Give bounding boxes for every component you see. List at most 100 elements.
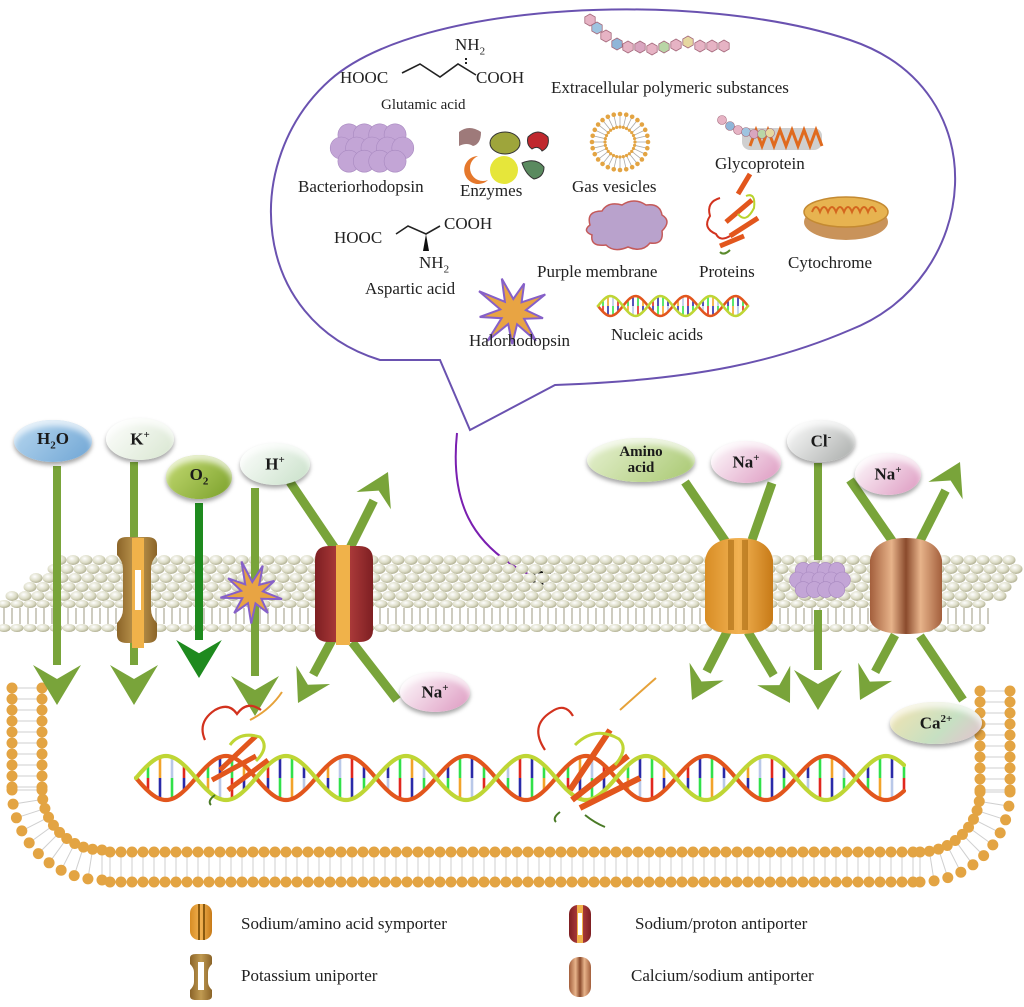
membrane-lipid-head (536, 573, 550, 583)
glycan-monomer (765, 128, 775, 138)
membrane-lipid-head (276, 573, 290, 583)
membrane-lipid-head (772, 591, 786, 601)
membrane-lipid-head (523, 573, 537, 583)
ion-sodium-symport: Na+ (711, 441, 781, 483)
membrane-lipid-head (205, 624, 219, 632)
membrane-lipid-head (296, 600, 310, 608)
membrane-lipid-head (211, 573, 225, 583)
membrane-lipid-head (952, 573, 966, 583)
membrane-lipid-head (261, 555, 275, 565)
aspartic-acid-structure (395, 225, 441, 235)
membrane-lipid-head (963, 555, 977, 565)
membrane-lipid-head (582, 582, 596, 592)
membrane-lipid-head (515, 564, 529, 574)
membrane-lipid-head (556, 624, 570, 632)
arrow-head (110, 665, 158, 705)
membrane-lipid-head (491, 582, 505, 592)
dna-backbone-strand (133, 753, 907, 803)
glutamic-acid-structure (401, 63, 477, 78)
membrane-lipid-head (972, 624, 986, 632)
membrane-lipid-head (203, 564, 217, 574)
membrane-lipid-head (283, 600, 297, 608)
inner-lipid-head (978, 850, 990, 862)
inner-lipid-head (36, 737, 48, 749)
membrane-lipid-head (419, 573, 433, 583)
membrane-lipid-head (374, 624, 388, 632)
inner-lipid-head (914, 846, 926, 858)
eps-monomer (670, 38, 682, 52)
inner-lipid-head (610, 846, 622, 858)
eps-monomer (646, 42, 658, 56)
inner-lipid-head (941, 839, 953, 851)
inner-lipid-head (577, 846, 589, 858)
membrane-lipid-head (216, 564, 230, 574)
ion-potassium: K+ (106, 418, 174, 460)
membrane-lipid-head (608, 582, 622, 592)
aspartic-acid-right-group: COOH (444, 214, 493, 233)
eps-monomer (706, 39, 718, 53)
membrane-lipid-head (959, 582, 973, 592)
bacteriorhodopsin-in-membrane (789, 562, 851, 598)
arrow-head (928, 462, 963, 500)
halorhodopsin-icon (478, 278, 546, 345)
legend-sodium-proton-antiporter: Sodium/proton antiporter (635, 914, 808, 933)
membrane-lipid-head (684, 564, 698, 574)
inner-lipid-head (423, 846, 435, 858)
membrane-lipid-head (599, 555, 613, 565)
inner-lipid-head (775, 846, 787, 858)
membrane-lipid-head (590, 591, 604, 601)
membrane-lipid-head (621, 624, 635, 632)
membrane-lipid-head (413, 582, 427, 592)
membrane-lipid-head (439, 624, 453, 632)
arrow-shaft (747, 481, 777, 542)
cytochrome-icon (803, 196, 889, 240)
eps-monomer (584, 13, 596, 27)
membrane-lipid-head (463, 564, 477, 574)
inner-lipid-head (665, 876, 677, 888)
inner-lipid-head (830, 876, 842, 888)
inner-lipid-head (236, 876, 248, 888)
inner-lipid-head (852, 876, 864, 888)
membrane-lipid-head (151, 564, 165, 574)
membrane-lipid-head (417, 555, 431, 565)
membrane-lipid-head (588, 573, 602, 583)
inner-lipid-head (923, 845, 935, 857)
membrane-lipid-head (0, 624, 11, 632)
inner-lipid-head (324, 876, 336, 888)
inner-lipid-head (115, 846, 127, 858)
eps-monomer (634, 40, 646, 54)
inner-lipid-head (456, 846, 468, 858)
glutamic-acid-right-group: COOH (476, 68, 525, 87)
inner-lipid-head (566, 846, 578, 858)
membrane-lipid-head (426, 582, 440, 592)
inner-lipid-head (994, 827, 1006, 839)
membrane-lipid-head (595, 624, 609, 632)
inner-lipid-head (610, 876, 622, 888)
inner-lipid-head (819, 846, 831, 858)
inner-lipid-head (236, 846, 248, 858)
membrane-lipid-head (530, 624, 544, 632)
membrane-lipid-head (978, 573, 992, 583)
inner-lipid-head (500, 846, 512, 858)
membrane-lipid-head (625, 555, 639, 565)
membrane-lipid-head (101, 582, 115, 592)
membrane-lipid-head (105, 555, 119, 565)
inner-lipid-head (445, 846, 457, 858)
membrane-lipid-head (75, 582, 89, 592)
inner-lipid-head (1004, 773, 1016, 785)
membrane-lipid-head (543, 600, 557, 608)
membrane-lipid-head (179, 600, 193, 608)
arrow-head (33, 665, 81, 705)
membrane-lipid-head (447, 591, 461, 601)
membrane-lipid-head (471, 573, 485, 583)
membrane-lipid-head (23, 582, 37, 592)
ion-sodium-antiport: Na+ (855, 453, 921, 495)
membrane-lipid-head (274, 555, 288, 565)
membrane-lipid-head (582, 600, 596, 608)
inner-lipid-head (819, 876, 831, 888)
inner-lipid-head (39, 803, 51, 815)
membrane-lipid-head (99, 564, 113, 574)
inner-lipid-bilayer (6, 682, 1016, 888)
membrane-lipid-head (465, 600, 479, 608)
